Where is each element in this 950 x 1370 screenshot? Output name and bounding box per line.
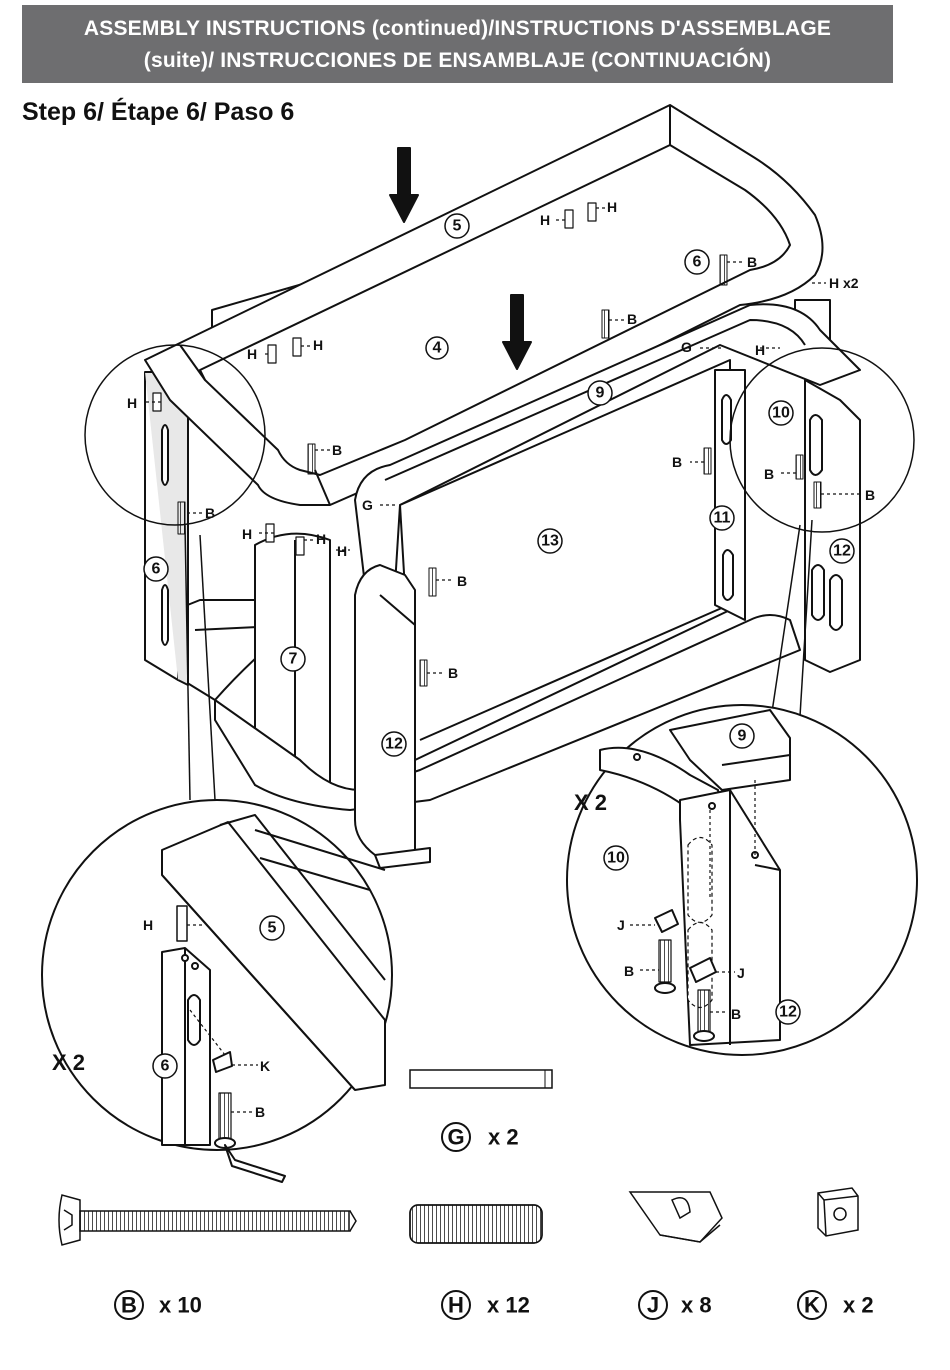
svg-text:B: B [764, 466, 774, 482]
svg-text:5: 5 [453, 218, 462, 235]
legend-g: G x 2 [442, 1123, 519, 1151]
detail-right-part-9: 9 [730, 724, 754, 748]
svg-text:H: H [242, 526, 252, 542]
svg-text:H: H [755, 342, 765, 358]
part-13-callout: 13 [538, 529, 562, 553]
legend-j: J x 8 [639, 1291, 712, 1319]
svg-text:B: B [121, 1293, 137, 1318]
detail-circle-right: 9 10 12 J J B B X 2 [567, 705, 917, 1055]
legend-h: H x 12 [442, 1291, 530, 1319]
svg-text:G: G [362, 497, 373, 513]
svg-text:H: H [448, 1293, 464, 1318]
svg-text:G: G [447, 1125, 464, 1150]
detail-left-label-k: K [260, 1058, 270, 1074]
svg-text:x 2: x 2 [843, 1293, 874, 1318]
part-10-callout: 10 [769, 401, 793, 425]
svg-text:6: 6 [152, 561, 161, 578]
svg-text:x 10: x 10 [159, 1293, 202, 1318]
part-4-callout: 4 [426, 337, 448, 359]
part-11-callout: 11 [710, 506, 734, 530]
part-6-callout-right: 6 [685, 250, 709, 274]
svg-text:10: 10 [607, 850, 625, 867]
detail-left-part-5: 5 [260, 916, 284, 940]
svg-text:9: 9 [596, 385, 605, 402]
detail-right-label-b-2: B [731, 1006, 741, 1022]
svg-text:K: K [804, 1293, 820, 1318]
svg-text:5: 5 [268, 920, 277, 937]
svg-text:B: B [865, 487, 875, 503]
svg-text:H: H [540, 212, 550, 228]
svg-text:x 2: x 2 [488, 1125, 519, 1150]
svg-text:B: B [627, 311, 637, 327]
detail-left-label-b: B [255, 1104, 265, 1120]
svg-text:H: H [316, 531, 326, 547]
svg-text:4: 4 [433, 340, 442, 357]
svg-text:B: B [672, 454, 682, 470]
detail-left-label-h: H [143, 917, 153, 933]
svg-text:G: G [681, 339, 692, 355]
svg-text:x 12: x 12 [487, 1293, 530, 1318]
part-7-callout: 7 [281, 647, 305, 671]
svg-text:H: H [337, 543, 347, 559]
svg-text:9: 9 [738, 728, 747, 745]
svg-text:B: B [457, 573, 467, 589]
detail-right-part-10: 10 [604, 846, 628, 870]
svg-text:6: 6 [693, 254, 702, 271]
svg-text:H: H [127, 395, 137, 411]
svg-text:H: H [247, 346, 257, 362]
svg-text:10: 10 [772, 405, 790, 422]
svg-text:12: 12 [833, 543, 851, 560]
detail-right-label-j-2: J [737, 965, 745, 981]
detail-right-label-j: J [617, 917, 625, 933]
detail-left-multiplier: X 2 [52, 1050, 85, 1075]
svg-text:11: 11 [714, 510, 731, 527]
svg-text:B: B [332, 442, 342, 458]
part-12-callout-left: 12 [382, 732, 406, 756]
svg-text:B: B [747, 254, 757, 270]
svg-text:13: 13 [541, 533, 559, 550]
part-h-illustration [410, 1205, 542, 1243]
detail-right-multiplier: X 2 [574, 790, 607, 815]
part-12-callout-right: 12 [830, 539, 854, 563]
svg-text:B: B [448, 665, 458, 681]
legend-b: B x 10 [115, 1291, 202, 1319]
detail-right-label-b: B [624, 963, 634, 979]
detail-circle-left: 5 6 H K B X 2 [42, 800, 392, 1182]
detail-left-part-6: 6 [153, 1054, 177, 1078]
svg-text:7: 7 [289, 651, 298, 668]
legend-k: K x 2 [798, 1291, 874, 1319]
svg-text:x 8: x 8 [681, 1293, 712, 1318]
part-5-callout: 5 [445, 214, 469, 238]
svg-text:H: H [607, 199, 617, 215]
svg-text:H: H [313, 337, 323, 353]
svg-text:6: 6 [161, 1058, 170, 1075]
svg-text:J: J [647, 1293, 659, 1318]
part-k-illustration [818, 1188, 858, 1236]
part-6-callout-left: 6 [144, 557, 168, 581]
part-j-illustration [630, 1192, 722, 1242]
svg-text:B: B [205, 505, 215, 521]
svg-text:12: 12 [385, 736, 403, 753]
part-9-callout: 9 [588, 381, 612, 405]
svg-text:H x2: H x2 [829, 275, 859, 291]
detail-right-part-12: 12 [776, 1000, 800, 1024]
part-g-illustration [410, 1070, 552, 1088]
svg-text:12: 12 [779, 1004, 797, 1021]
part-b-illustration [59, 1195, 356, 1245]
